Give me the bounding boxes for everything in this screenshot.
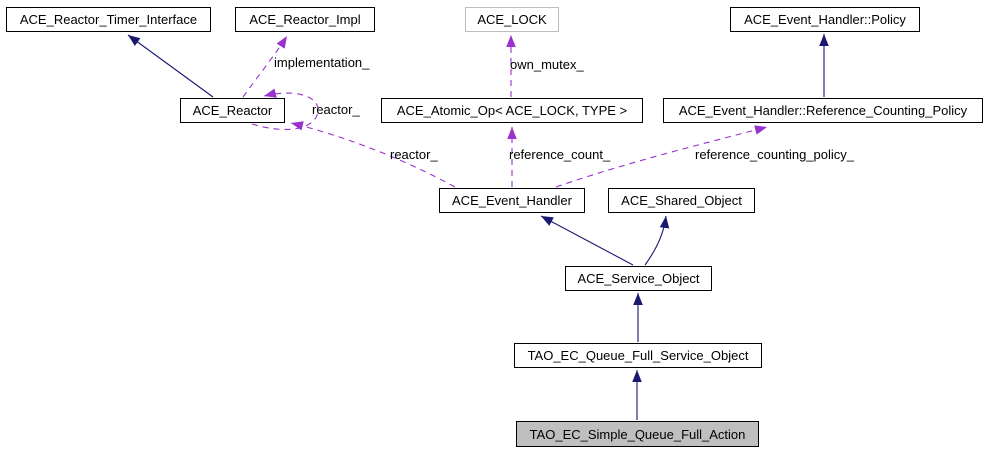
class-node-ace-event-handler-reference-counting-policy[interactable]: ACE_Event_Handler::Reference_Counting_Po… (663, 98, 983, 123)
class-node-ace-reactor-impl[interactable]: ACE_Reactor_Impl (235, 7, 375, 32)
edge-label-reactor: reactor_ (390, 147, 438, 162)
edge-service-object-inherits-shared-object (644, 215, 670, 266)
edge-event-handler-uses-ref-counting-policy (555, 125, 768, 188)
class-node-ace-event-handler[interactable]: ACE_Event_Handler (439, 188, 585, 213)
edge-label-reference-count: reference_count_ (509, 147, 611, 162)
class-node-ace-event-handler-policy[interactable]: ACE_Event_Handler::Policy (730, 7, 920, 32)
edge-ace-reactor-inherits-timer-interface (127, 34, 214, 98)
edge-event-handler-uses-reactor (290, 121, 456, 188)
edge-reactor-uses-reactor-impl (242, 35, 288, 98)
class-node-ace-service-object[interactable]: ACE_Service_Object (565, 266, 712, 291)
class-node-ace-reactor-timer-interface[interactable]: ACE_Reactor_Timer_Interface (6, 7, 211, 32)
edge-label-own-mutex: own_mutex_ (510, 57, 584, 72)
class-node-ace-atomic-op[interactable]: ACE_Atomic_Op< ACE_LOCK, TYPE > (381, 98, 643, 123)
class-node-ace-lock[interactable]: ACE_LOCK (465, 7, 559, 32)
class-node-tao-ec-queue-full-service-object[interactable]: TAO_EC_Queue_Full_Service_Object (514, 343, 762, 368)
class-node-tao-ec-simple-queue-full-action[interactable]: TAO_EC_Simple_Queue_Full_Action (516, 421, 759, 447)
edge-label-implementation: implementation_ (274, 55, 370, 70)
edge-label-reactor-self: reactor_ (312, 102, 360, 117)
class-node-ace-reactor[interactable]: ACE_Reactor (180, 98, 285, 123)
edge-label-reference-counting-policy: reference_counting_policy_ (695, 147, 854, 162)
edge-service-object-inherits-event-handler (540, 215, 634, 266)
class-node-ace-shared-object[interactable]: ACE_Shared_Object (608, 188, 755, 213)
edge-reactor-self-loop (251, 88, 319, 131)
